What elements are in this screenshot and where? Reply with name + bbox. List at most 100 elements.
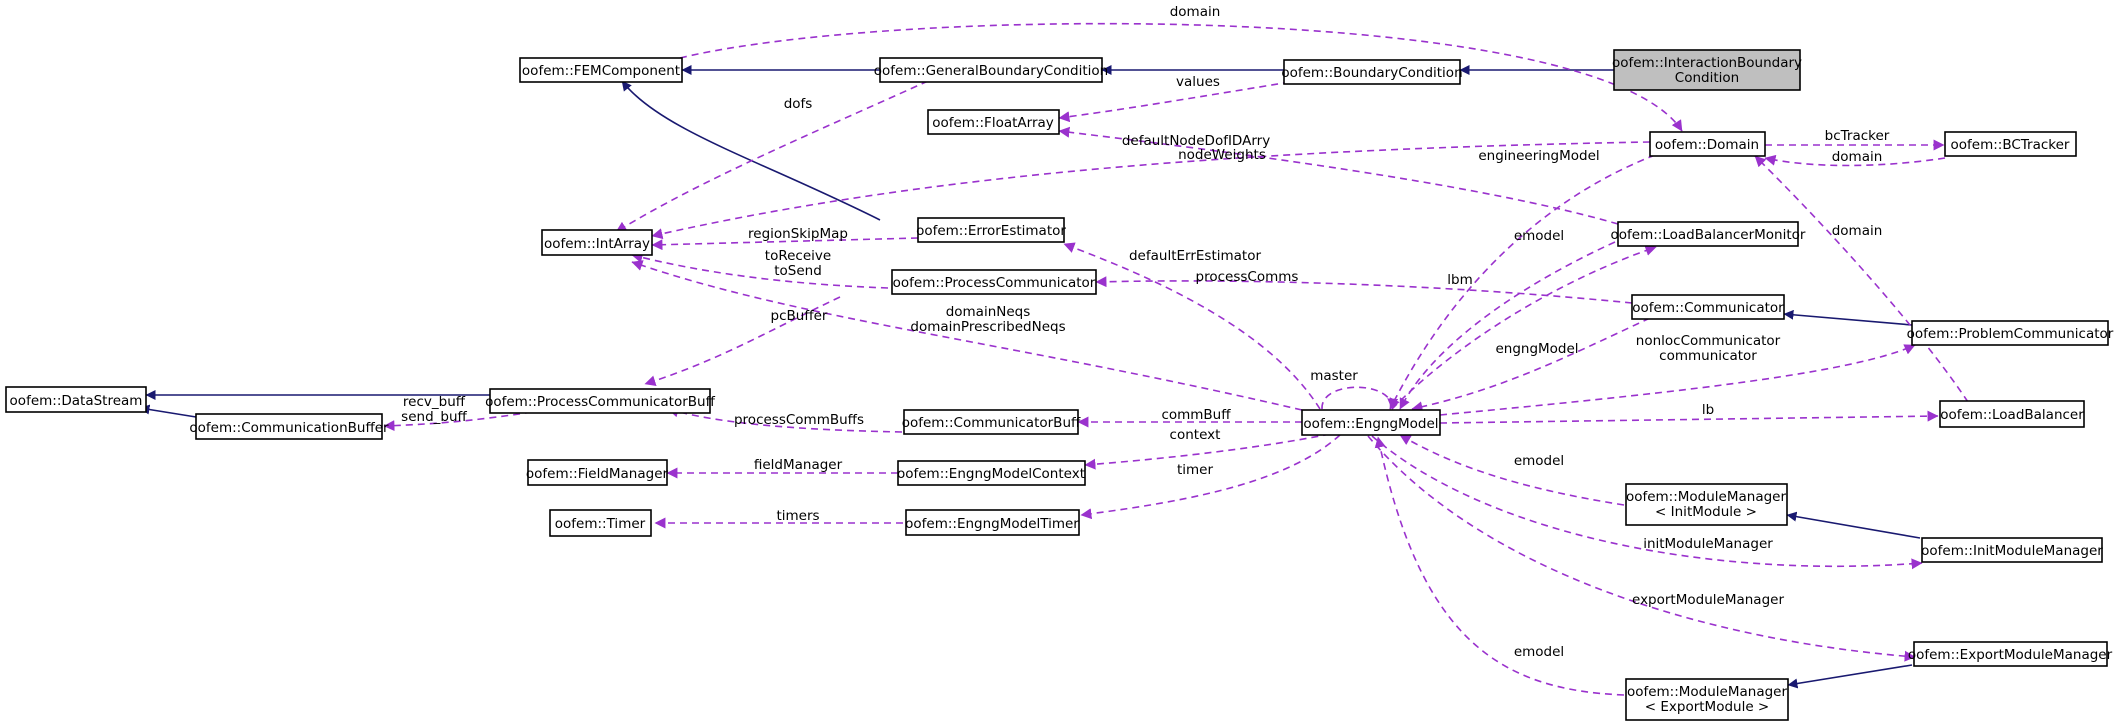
edge-label-processcommbuffs: processCommBuffs: [734, 412, 864, 428]
text-line: oofem::ErrorEstimator: [916, 223, 1066, 239]
node-fieldmanager[interactable]: oofem::FieldManager: [526, 459, 669, 486]
svg-text:oofem::BCTracker: oofem::BCTracker: [1951, 137, 2070, 153]
node-domain[interactable]: oofem::Domain: [1649, 131, 1766, 157]
text-line: oofem::InteractionBoundary: [1612, 55, 1802, 71]
node-floatarray[interactable]: oofem::FloatArray: [927, 109, 1060, 135]
edge-label-timers: timers: [776, 508, 819, 524]
node-engngmodeltimer[interactable]: oofem::EngngModelTimer: [905, 509, 1080, 536]
node-communicator[interactable]: oofem::Communicator: [1631, 294, 1785, 320]
text-line: oofem::ExportModuleManager: [1908, 647, 2113, 663]
edge-femcomponent-domain: [679, 22, 1683, 132]
node-problemcommunicator[interactable]: oofem::ProblemCommunicator: [1907, 320, 2114, 346]
text-line: defaultErrEstimator: [1129, 248, 1261, 264]
edge-label-domain-lb: domain: [1832, 223, 1883, 239]
node-boundarycondition[interactable]: oofem::BoundaryCondition: [1281, 59, 1463, 85]
node-generalboundarycondition[interactable]: oofem::GeneralBoundaryCondition: [874, 57, 1108, 83]
text-line: oofem::BCTracker: [1951, 137, 2070, 153]
text-line: master: [1310, 368, 1358, 384]
edge-engngmodel-initmm: [1371, 435, 1923, 570]
text-line: dofs: [784, 96, 813, 112]
edge-label-domain-top: domain: [1170, 4, 1221, 20]
text-line: oofem::EngngModel: [1303, 416, 1438, 432]
text-line: oofem::BoundaryCondition: [1281, 65, 1462, 81]
edge-engngmodel-intarray: [631, 260, 1303, 411]
edge-label-nodeweights: nodeWeights: [1178, 147, 1266, 163]
edge-label-context: context: [1170, 427, 1221, 443]
svg-text:oofem::EngngModelContext: oofem::EngngModelContext: [897, 466, 1085, 482]
edge-loadbalancer-domain: [1754, 155, 1969, 403]
text-line: oofem::GeneralBoundaryCondition: [874, 63, 1108, 79]
text-line: toSend: [774, 263, 822, 279]
node-loadbalancermonitor[interactable]: oofem::LoadBalancerMonitor: [1611, 221, 1806, 247]
node-bctracker[interactable]: oofem::BCTracker: [1944, 131, 2077, 157]
node-datastream[interactable]: oofem::DataStream: [5, 386, 147, 413]
edge-label-engngmodel-comm: engngModel: [1495, 341, 1578, 357]
svg-text:oofem::LoadBalancer: oofem::LoadBalancer: [1940, 407, 2084, 423]
svg-text:oofem::ProcessCommunicatorBuff: oofem::ProcessCommunicatorBuff: [485, 394, 716, 410]
text-line: oofem::ProcessCommunicator: [893, 275, 1096, 291]
node-communicationbuffer[interactable]: oofem::CommunicationBuffer: [189, 413, 389, 440]
edge-engngmodel-lbmonitor: [1391, 245, 1657, 410]
node-modulemanager-initmodule[interactable]: oofem::ModuleManager< InitModule >: [1625, 483, 1788, 526]
node-loadbalancer[interactable]: oofem::LoadBalancer: [1939, 400, 2085, 428]
text-line: oofem::ProblemCommunicator: [1907, 326, 2114, 342]
text-line: domainPrescribedNeqs: [910, 319, 1065, 335]
edge-communicator-engngmodel: [1411, 317, 1651, 413]
svg-text:oofem::Domain: oofem::Domain: [1655, 137, 1759, 153]
edge-label-values: values: [1176, 74, 1220, 90]
text-line: regionSkipMap: [748, 226, 848, 242]
text-line: oofem::ModuleManager: [1626, 489, 1787, 505]
node-processcommunicatorbuff[interactable]: oofem::ProcessCommunicatorBuff: [485, 388, 716, 414]
text-line: emodel: [1514, 453, 1564, 469]
text-line: domain: [1832, 149, 1883, 165]
text-line: engngModel: [1495, 341, 1578, 357]
edge-label-bctracker: bcTracker: [1825, 128, 1890, 144]
edge-label-defaultnodedofidarry: defaultNodeDofIDArry: [1122, 133, 1270, 149]
edge-labels: domain dofs values bcTracker domain defa…: [401, 4, 1890, 660]
node-timer[interactable]: oofem::Timer: [549, 509, 652, 537]
edge-pcbuff-commbuffer: [383, 411, 533, 432]
edge-label-processcomms: processComms: [1196, 269, 1299, 285]
node-engngmodelcontext[interactable]: oofem::EngngModelContext: [897, 460, 1086, 486]
edge-engngmodel-engngmodelcontext: [1084, 433, 1331, 470]
text-line: values: [1176, 74, 1220, 90]
text-line: processComms: [1196, 269, 1299, 285]
edge-label-pcbuffer: pcBuffer: [771, 308, 828, 324]
svg-text:oofem::InitModuleManager: oofem::InitModuleManager: [1921, 543, 2103, 559]
text-line: oofem::FieldManager: [526, 466, 669, 482]
svg-text:oofem::ExportModuleManager: oofem::ExportModuleManager: [1908, 647, 2113, 663]
text-line: domain: [1170, 4, 1221, 20]
node-errorestimator[interactable]: oofem::ErrorEstimator: [916, 217, 1066, 243]
edge-label-domain-back: domain: [1832, 149, 1883, 165]
edge-label-emodel-init: emodel: [1514, 453, 1564, 469]
edge-label-lb: lb: [1702, 402, 1714, 418]
edge-lbmonitor-engngmodel: [1399, 241, 1616, 410]
svg-text:oofem::Timer: oofem::Timer: [555, 516, 646, 532]
node-femcomponent[interactable]: oofem::FEMComponent: [519, 57, 683, 83]
text-line: initModuleManager: [1643, 536, 1773, 552]
edge-errorestimator-intarray: [651, 237, 919, 251]
svg-text:oofem::IntArray: oofem::IntArray: [544, 236, 650, 252]
text-line: < ExportModule >: [1645, 699, 1770, 715]
node-intarray[interactable]: oofem::IntArray: [541, 229, 653, 256]
text-line: oofem::EngngModelTimer: [905, 516, 1079, 532]
edge-engngmodel-master-loop: [1321, 386, 1399, 410]
node-initmodulemanager[interactable]: oofem::InitModuleManager: [1921, 537, 2103, 563]
edge-label-exportmodulemanager: exportModuleManager: [1632, 592, 1784, 608]
edge-errorestimator-to-femcomponent: [621, 80, 881, 221]
node-communicatorbuff[interactable]: oofem::CommunicatorBuff: [902, 409, 1081, 435]
text-line: commBuff: [1161, 407, 1231, 423]
edge-label-master: master: [1310, 368, 1358, 384]
node-engngmodel[interactable]: oofem::EngngModel: [1301, 409, 1441, 436]
node-processcommunicator[interactable]: oofem::ProcessCommunicator: [891, 269, 1097, 295]
edge-boundarycondition-floatarray: [1058, 81, 1291, 123]
node-modulemanager-exportmodule[interactable]: oofem::ModuleManager< ExportModule >: [1625, 678, 1789, 721]
text-line: timer: [1177, 462, 1214, 478]
text-line: bcTracker: [1825, 128, 1890, 144]
node-exportmodulemanager[interactable]: oofem::ExportModuleManager: [1908, 641, 2113, 667]
text-line: oofem::Timer: [555, 516, 646, 532]
